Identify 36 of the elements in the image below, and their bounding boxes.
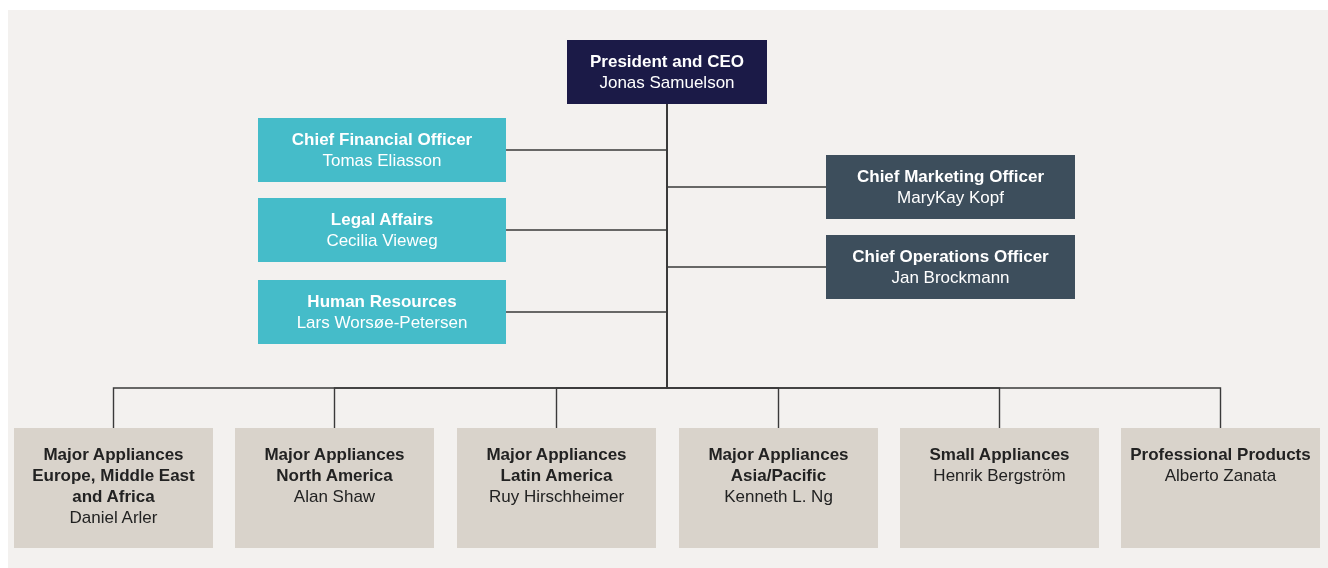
org-box	[258, 118, 506, 182]
role-title: President and CEO	[590, 51, 744, 72]
org-box	[679, 428, 878, 548]
org-box	[457, 428, 656, 548]
role-title: Major Appliances Asia/Pacific	[707, 444, 850, 486]
person-name: Alberto Zanata	[1164, 465, 1277, 486]
person-name: Henrik Bergström	[933, 465, 1066, 486]
org-box	[1121, 428, 1320, 548]
person-name: Ruy Hirschheimer	[488, 486, 625, 507]
org-box	[900, 428, 1099, 548]
person-name: Cecilia Vieweg	[326, 230, 438, 251]
role-title: Chief Operations Officer	[852, 246, 1049, 267]
org-box	[14, 428, 213, 548]
role-title: Chief Financial Officer	[291, 129, 473, 150]
org-box	[235, 428, 434, 548]
person-name: Alan Shaw	[293, 486, 376, 507]
org-box	[826, 155, 1075, 219]
role-title: Human Resources	[307, 291, 457, 312]
person-name: MaryKay Kopf	[897, 187, 1004, 208]
role-title: Small Appliances	[929, 444, 1070, 465]
org-box	[567, 40, 767, 104]
role-title: Chief Marketing Officer	[856, 166, 1044, 187]
person-name: Jan Brockmann	[891, 267, 1010, 288]
person-name: Lars Worsøe-Petersen	[296, 312, 468, 333]
role-title: Major Appliances Europe, Middle East and Africa	[31, 444, 196, 507]
role-title: Major Appliances Latin America	[485, 444, 628, 486]
org-box	[258, 198, 506, 262]
person-name: Tomas Eliasson	[322, 150, 442, 171]
role-title: Professional Products	[1130, 444, 1311, 465]
role-title: Legal Affairs	[330, 209, 434, 230]
person-name: Daniel Arler	[69, 507, 158, 528]
org-box	[258, 280, 506, 344]
person-name: Kenneth L. Ng	[724, 486, 833, 507]
person-name: Jonas Samuelson	[599, 72, 735, 93]
org-box	[826, 235, 1075, 299]
role-title: Major Appliances North America	[263, 444, 406, 486]
